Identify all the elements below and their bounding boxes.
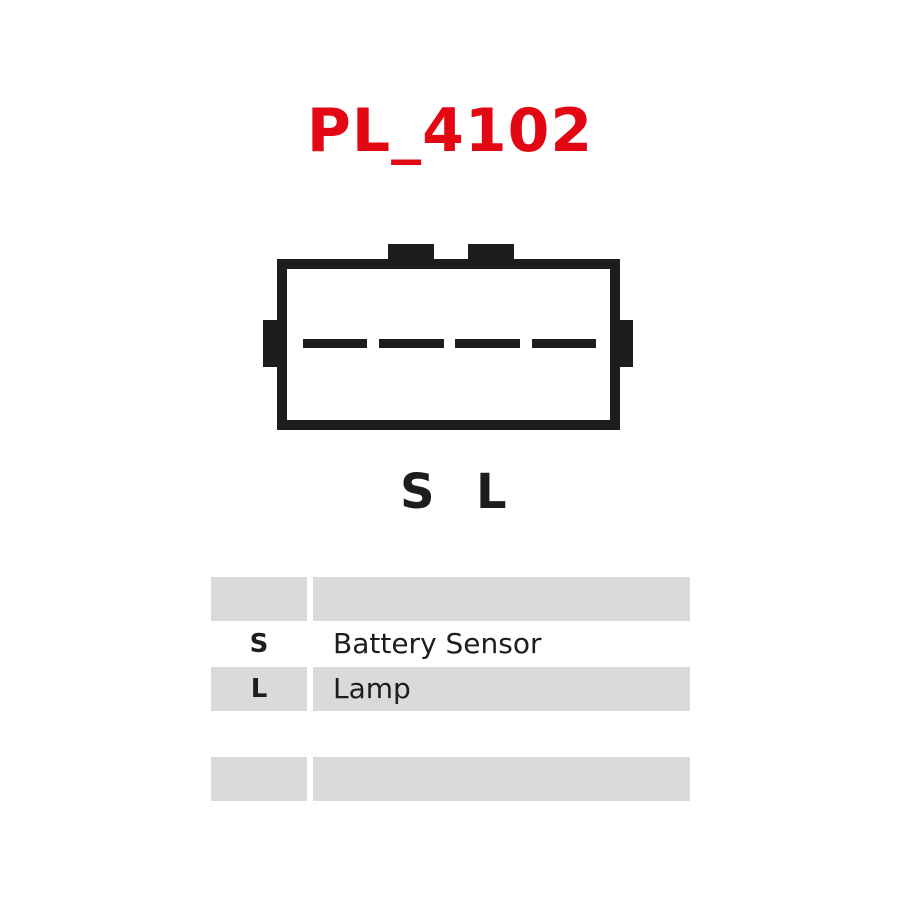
connector-side-tab-right — [616, 320, 633, 367]
function-cell: Battery Sensor — [333, 627, 542, 660]
table-row — [211, 757, 691, 801]
table-row: S Battery Sensor — [211, 622, 691, 666]
pin-cell — [211, 577, 307, 621]
function-cell — [313, 757, 690, 801]
connector-pin-slot — [379, 339, 444, 348]
table-row: L Lamp — [211, 667, 691, 711]
connector-pin-slot — [455, 339, 520, 348]
pin-label-s: S — [400, 464, 435, 520]
pin-cell: S — [249, 629, 269, 659]
function-cell: Lamp — [313, 667, 690, 711]
pin-cell: L — [211, 667, 307, 711]
pin-label-l: L — [476, 464, 507, 520]
pin-cell — [211, 712, 307, 756]
function-cell — [313, 712, 690, 756]
part-number-title: PL_4102 — [306, 96, 594, 166]
table-row — [211, 712, 691, 756]
connector-pin-slot — [532, 339, 596, 348]
table-row — [211, 577, 691, 621]
connector-side-tab-left — [263, 320, 281, 367]
pin-cell — [211, 757, 307, 801]
connector-pin-slot — [303, 339, 367, 348]
function-cell — [313, 577, 690, 621]
